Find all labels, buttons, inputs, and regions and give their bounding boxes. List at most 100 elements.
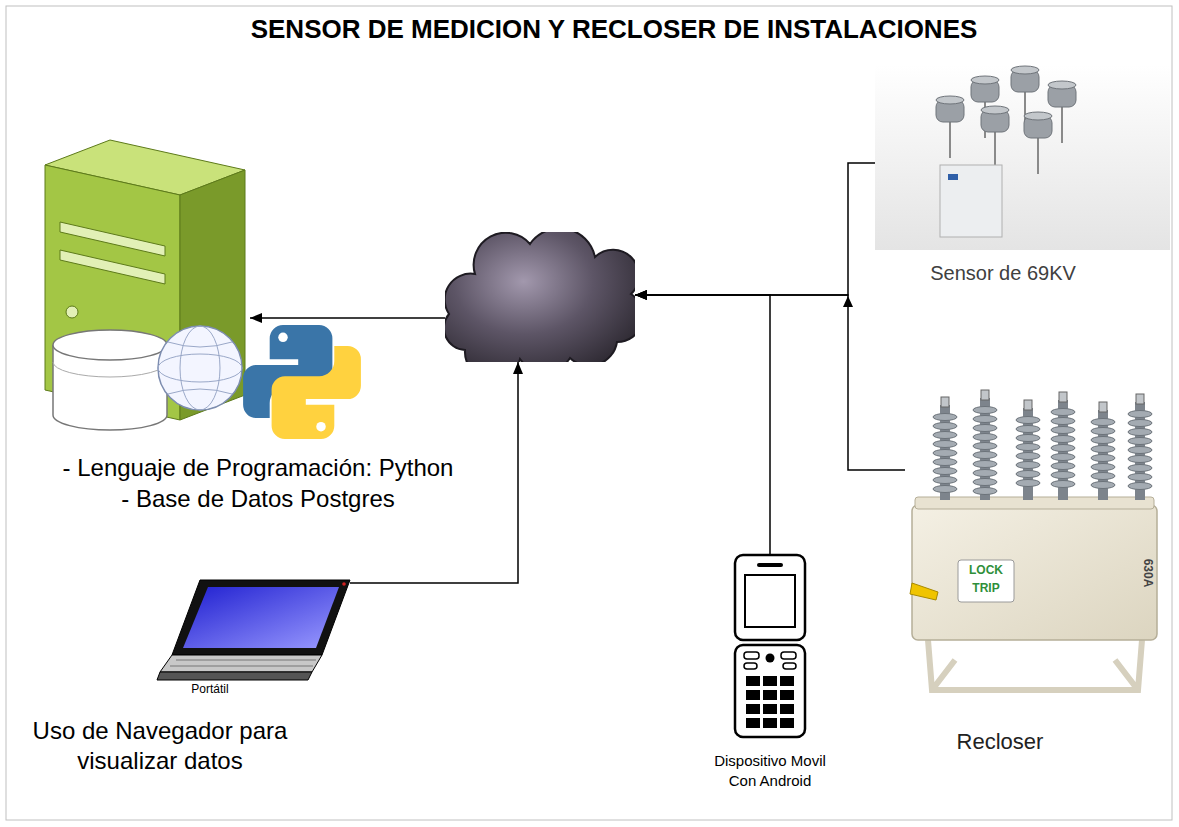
server-icon [45, 140, 245, 430]
sensor-cap [981, 106, 1009, 114]
sensor-illustration [875, 65, 1170, 250]
phone-key [780, 690, 794, 700]
bushing-disc [1016, 462, 1040, 469]
sensor-cap [1011, 66, 1039, 74]
bushing-disc [1128, 474, 1152, 481]
bushing-insulator [1051, 392, 1075, 500]
globe-icon [158, 326, 242, 410]
bushing-disc [1128, 456, 1152, 463]
bushing-disc [1091, 473, 1115, 480]
bushing-disc [973, 425, 997, 432]
globe-meridian [180, 326, 220, 410]
bushing-disc [1128, 438, 1152, 445]
phone-key [763, 718, 777, 728]
sensor-unit [981, 106, 1009, 132]
cloud-outline [445, 232, 635, 362]
recloser-node: Recloser [905, 385, 1160, 690]
bushing-terminal [1099, 402, 1107, 412]
laptop-lid [172, 580, 350, 655]
bushing-disc [1016, 426, 1040, 433]
sensor-rod [949, 120, 951, 158]
phone-key [746, 690, 760, 700]
frame-border [6, 6, 1172, 820]
laptop-node: PortátilUso de Navegador para visualizar… [150, 578, 350, 683]
laptop-screen [183, 587, 339, 648]
bushing-insulator [1016, 400, 1040, 500]
bushing-disc [1128, 420, 1152, 427]
sensor-unit [971, 76, 999, 102]
connector-arrow [635, 163, 875, 295]
sensor-cap [936, 96, 964, 104]
phone-screen [745, 575, 795, 627]
phone-button [783, 663, 796, 669]
bushing-disc [933, 459, 957, 466]
node-caption: Recloser [954, 728, 1047, 756]
sensor-node: Sensor de 69KV [875, 65, 1170, 250]
python-eye [278, 333, 288, 343]
sensor-rod [994, 130, 996, 168]
bushing-disc [973, 407, 997, 414]
bushing-disc [1091, 482, 1115, 489]
connector-arrow [635, 295, 905, 470]
bushing-disc [1051, 409, 1075, 416]
bushing-insulator [933, 397, 957, 500]
sensor-unit [1048, 81, 1076, 107]
bushing-disc [1051, 463, 1075, 470]
bushing-terminal [981, 390, 989, 400]
server-slot [60, 222, 165, 256]
cloud-shape [445, 232, 635, 362]
phone-icon [735, 555, 805, 737]
bushing-disc [973, 479, 997, 486]
bushing-disc [1091, 455, 1115, 462]
bushing-disc [973, 416, 997, 423]
rating-label: 630A [1141, 551, 1155, 595]
phone-key [780, 704, 794, 714]
bushing-disc [1128, 447, 1152, 454]
node-text: - Base de Datos Postgres [118, 484, 398, 514]
phone-key [780, 718, 794, 728]
node-caption: Uso de Navegador para visualizar datos [10, 716, 310, 776]
sensor-unit [1011, 66, 1039, 92]
bushing-disc [1091, 446, 1115, 453]
sensor-cap [1048, 81, 1076, 89]
device-tag: Portátil [188, 682, 232, 697]
bushing-disc [933, 468, 957, 475]
cloud-node [445, 232, 635, 362]
bushing-disc [933, 477, 957, 484]
bushing-terminal [1136, 394, 1144, 404]
sensor-background [875, 65, 1170, 250]
bushing-disc [1016, 471, 1040, 478]
phone-lower [735, 645, 805, 737]
node-caption: Dispositivo Movil Con Android [700, 751, 840, 791]
bushing-disc [973, 443, 997, 450]
bushing-disc [1051, 445, 1075, 452]
bushing-disc [1051, 481, 1075, 488]
phone-button [781, 652, 796, 659]
bushing-disc [1016, 444, 1040, 451]
bushing-disc [1016, 480, 1040, 487]
python-yellow [272, 346, 361, 439]
bushing-disc [933, 486, 957, 493]
bushing-disc [933, 423, 957, 430]
bushing-terminal [941, 397, 949, 407]
sensor-cap [971, 76, 999, 84]
sensor-cap [1024, 112, 1052, 120]
bushing-disc [1091, 428, 1115, 435]
bushing-disc [933, 450, 957, 457]
diagram-title: SENSOR DE MEDICION Y RECLOSER DE INSTALA… [114, 14, 1114, 45]
phone-key [763, 676, 777, 686]
server-slot [60, 250, 165, 284]
bushing-disc [933, 414, 957, 421]
phone-speaker [757, 563, 783, 567]
node-caption: Sensor de 69KV [927, 261, 1079, 286]
bushing-disc [1128, 483, 1152, 490]
laptop-keyboard [160, 655, 322, 672]
phone-key [763, 704, 777, 714]
python-yellow-part [272, 346, 361, 439]
bushing-disc [1016, 453, 1040, 460]
bushing-disc [1016, 417, 1040, 424]
connector-arrow [250, 317, 445, 319]
globe-parallel [158, 354, 242, 382]
phone-key [746, 704, 760, 714]
server-node: - Lenguaje de Programación: Python- Base… [45, 135, 250, 435]
